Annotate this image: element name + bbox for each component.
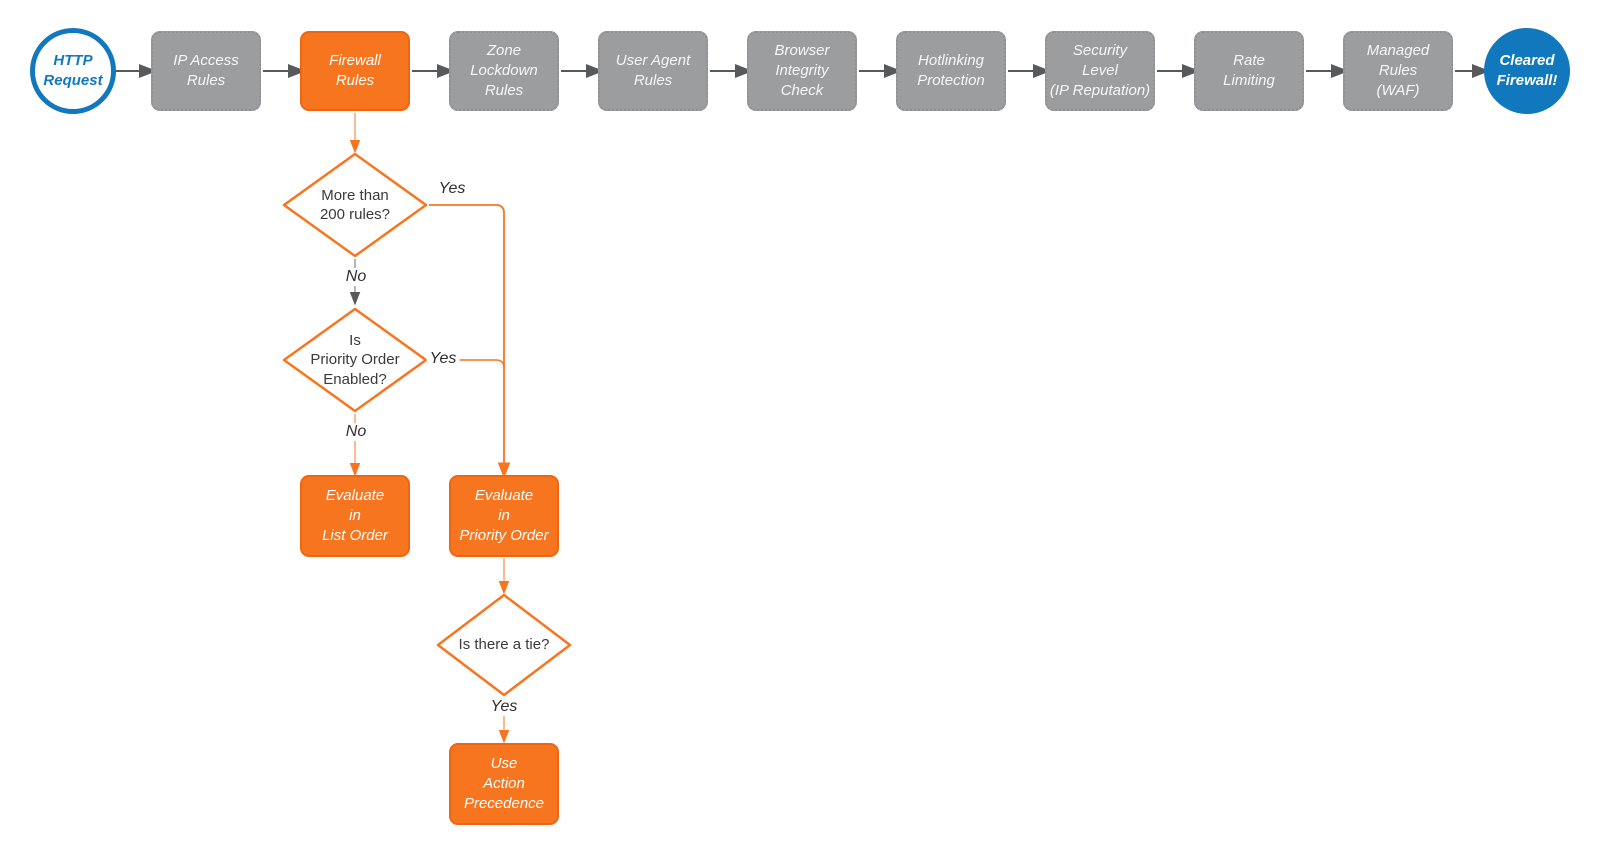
step-hotlinking-protection: Hotlinking Protection (896, 31, 1006, 111)
action-use-action-precedence: Use Action Precedence (449, 743, 559, 825)
step-label: Rate Limiting (1223, 52, 1275, 89)
step-user-agent-rules: User Agent Rules (598, 31, 708, 111)
step-firewall-rules: Firewall Rules (300, 31, 410, 111)
decision-is-there-a-tie: Is there a tie? (436, 593, 572, 697)
edge-label-yes: Yes (426, 350, 460, 368)
step-ip-access-rules: IP Access Rules (151, 31, 261, 111)
decision-label: Is Priority Order Enabled? (310, 332, 400, 388)
decision-priority-order-enabled: Is Priority Order Enabled? (282, 307, 428, 413)
action-evaluate-in-priority-order: Evaluate in Priority Order (449, 475, 559, 557)
decision-more-than-200-rules: More than 200 rules? (282, 152, 428, 258)
step-security-level: Security Level (IP Reputation) (1045, 31, 1155, 111)
diamond-shape (436, 593, 572, 697)
step-label: User Agent Rules (615, 52, 691, 89)
action-label: Use Action Precedence (463, 755, 545, 812)
edge-label-yes: Yes (487, 698, 521, 716)
action-evaluate-in-list-order: Evaluate in List Order (300, 475, 410, 557)
step-rate-limiting: Rate Limiting (1194, 31, 1304, 111)
node-http-request: HTTP Request (30, 28, 116, 114)
step-label: Browser Integrity Check (774, 42, 830, 99)
edge-label-no: No (342, 423, 370, 441)
decision-label: Is there a tie? (458, 636, 550, 654)
node-label: HTTP Request (43, 52, 103, 89)
node-label: Cleared Firewall! (1496, 52, 1558, 89)
edge-label-no: No (342, 268, 370, 286)
step-label: Zone Lockdown Rules (470, 42, 538, 99)
step-browser-integrity-check: Browser Integrity Check (747, 31, 857, 111)
step-zone-lockdown-rules: Zone Lockdown Rules (449, 31, 559, 111)
diamond-shape (282, 307, 428, 413)
step-label: Hotlinking Protection (917, 52, 985, 89)
step-label: Firewall Rules (329, 52, 381, 89)
step-label: Managed Rules (WAF) (1366, 42, 1430, 99)
edge-label-yes: Yes (435, 180, 469, 198)
decision-label: More than 200 rules? (319, 186, 391, 223)
action-label: Evaluate in List Order (322, 487, 388, 544)
step-label: IP Access Rules (173, 52, 239, 89)
node-cleared-firewall: Cleared Firewall! (1484, 28, 1570, 114)
step-label: Security Level (IP Reputation) (1049, 42, 1151, 99)
diamond-shape (282, 152, 428, 258)
step-managed-rules-waf: Managed Rules (WAF) (1343, 31, 1453, 111)
action-label: Evaluate in Priority Order (459, 487, 549, 544)
